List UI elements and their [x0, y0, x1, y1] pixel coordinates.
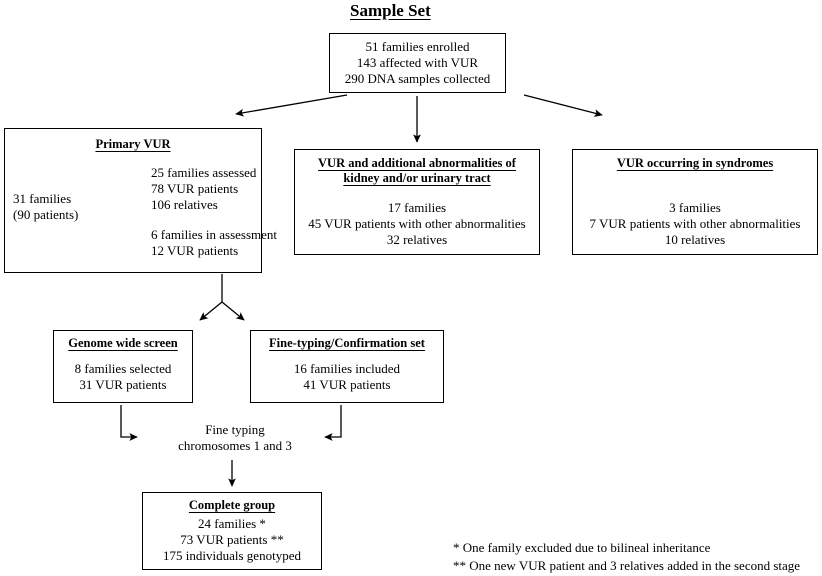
fine-typing-step-line-2: chromosomes 1 and 3: [178, 438, 292, 453]
vur-syndromes-line-1: 3 families: [669, 200, 721, 215]
footnote-1: * One family excluded due to bilineal in…: [453, 540, 711, 555]
primary-vur-branch-a-line-2: 78 VUR patients: [151, 181, 239, 196]
node-sample-set: 51 families enrolled 143 affected with V…: [329, 33, 506, 93]
vur-additional-line-3: 32 relatives: [386, 232, 448, 247]
footnote-2: ** One new VUR patient and 3 relatives a…: [453, 558, 801, 573]
complete-group-line-1: 24 families *: [198, 516, 266, 531]
fine-typing-set-lines: 16 families included 41 VUR patients: [251, 361, 443, 393]
vur-additional-line-2: 45 VUR patients with other abnormalities: [308, 216, 526, 231]
vur-syndromes-header: VUR occurring in syndromes: [616, 156, 774, 170]
vur-additional-header: VUR and additional abnormalities of kidn…: [295, 156, 539, 186]
fine-typing-set-line-2: 41 VUR patients: [303, 377, 391, 392]
connector-finetyping-hook: [324, 405, 342, 441]
primary-vur-branch-a-line-3: 106 relatives: [151, 197, 218, 212]
vur-additional-line-1: 17 families: [387, 200, 447, 215]
complete-group-line-3: 175 individuals genotyped: [163, 548, 301, 563]
sample-set-lines: 51 families enrolled 143 affected with V…: [330, 34, 505, 87]
primary-vur-branch-in-assessment: 6 families in assessment 12 VUR patients: [151, 227, 277, 259]
genome-screen-line-1: 8 families selected: [74, 361, 172, 376]
sample-set-line-2: 143 affected with VUR: [356, 55, 479, 70]
primary-vur-branch-assessed: 25 families assessed 78 VUR patients 106…: [151, 165, 256, 213]
primary-vur-left-summary: 31 families (90 patients): [13, 191, 78, 223]
fine-typing-set-line-1: 16 families included: [293, 361, 401, 376]
node-fine-typing-confirmation-set: Fine-typing/Confirmation set 16 families…: [250, 330, 444, 403]
connector-sampleset-to-syndromes: [523, 94, 603, 117]
sample-set-line-1: 51 families enrolled: [365, 39, 470, 54]
primary-vur-left-line-1: 31 families: [13, 191, 72, 206]
node-primary-vur: Primary VUR 31 families (90 patients) 25…: [4, 128, 277, 273]
complete-group-header: Complete group: [188, 498, 276, 512]
connector-sampleset-to-primary: [235, 94, 348, 117]
primary-vur-branch-b-line-2: 12 VUR patients: [151, 243, 239, 258]
primary-vur-left-line-2: (90 patients): [13, 207, 79, 222]
fine-typing-step-line-1: Fine typing: [205, 422, 265, 437]
node-genome-wide-screen: Genome wide screen 8 families selected 3…: [53, 330, 193, 403]
primary-vur-branch-a-line-1: 25 families assessed: [151, 165, 257, 180]
vur-syndromes-line-2: 7 VUR patients with other abnormalities: [589, 216, 801, 231]
node-complete-group: Complete group 24 families * 73 VUR pati…: [142, 492, 322, 570]
complete-group-line-2: 73 VUR patients **: [180, 532, 284, 547]
connector-primary-to-finetyping: [221, 301, 245, 321]
vur-additional-header-line-2: kidney and/or urinary tract: [343, 171, 491, 185]
complete-group-lines: 24 families * 73 VUR patients ** 175 ind…: [143, 516, 321, 564]
figure-title: Sample Set: [350, 1, 431, 20]
genome-screen-lines: 8 families selected 31 VUR patients: [54, 361, 192, 393]
primary-vur-branch-b-line-1: 6 families in assessment: [151, 227, 278, 242]
vur-additional-header-line-1: VUR and additional abnormalities of: [318, 156, 516, 170]
sample-set-line-3: 290 DNA samples collected: [344, 71, 491, 86]
connector-genome-hook: [120, 405, 138, 441]
primary-vur-header: Primary VUR: [95, 137, 171, 151]
footnotes: * One family excluded due to bilineal in…: [453, 539, 800, 575]
node-vur-syndromes: VUR occurring in syndromes 3 families 7 …: [572, 149, 818, 255]
genome-screen-header: Genome wide screen: [68, 336, 178, 350]
node-vur-additional-abnormalities: VUR and additional abnormalities of kidn…: [294, 149, 540, 255]
label-fine-typing-step: Fine typing chromosomes 1 and 3: [160, 422, 310, 454]
vur-syndromes-lines: 3 families 7 VUR patients with other abn…: [573, 200, 817, 248]
connector-primary-to-genome: [199, 301, 223, 321]
vur-syndromes-line-3: 10 relatives: [664, 232, 726, 247]
vur-additional-lines: 17 families 45 VUR patients with other a…: [295, 200, 539, 248]
fine-typing-set-header: Fine-typing/Confirmation set: [269, 336, 425, 350]
genome-screen-line-2: 31 VUR patients: [79, 377, 167, 392]
